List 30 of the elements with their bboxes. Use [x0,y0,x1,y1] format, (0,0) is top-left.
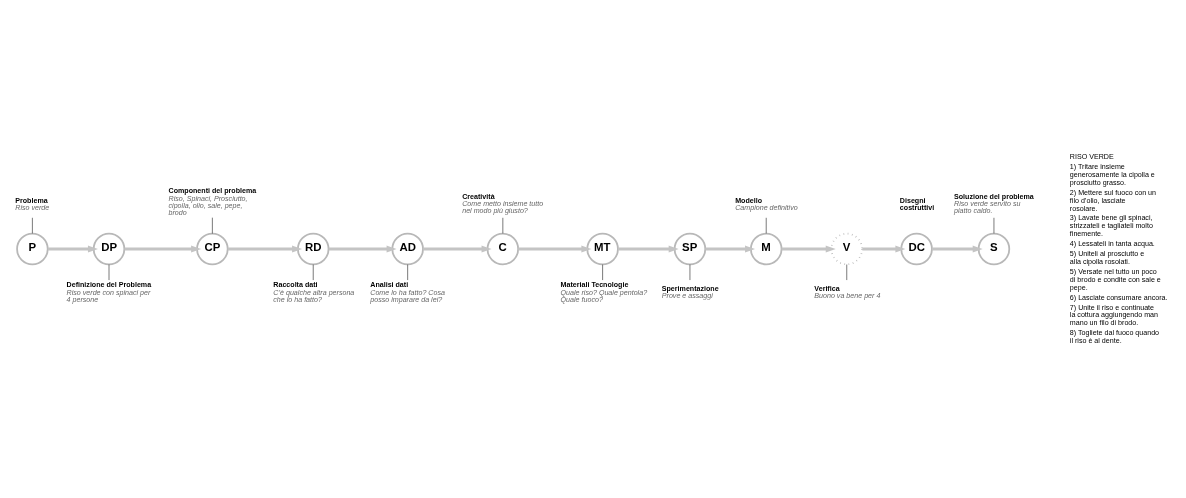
connector [212,217,213,234]
node-circle: MT [586,232,619,266]
connector [32,217,33,234]
connector [846,264,848,281]
node-circle: AD [391,232,424,266]
connector [602,264,603,281]
arrow [618,245,679,253]
arrow [423,245,492,253]
arrow [862,245,906,253]
arrow [227,245,303,253]
node-circle: P [16,232,49,266]
connector [312,264,314,281]
node-circle: V [830,232,863,266]
arrow [705,245,756,253]
arrow [47,245,98,253]
node-circle: C [486,232,520,266]
connector [407,264,409,281]
arrow [781,245,836,253]
arrow [328,245,397,253]
node-circle: CP [196,232,229,266]
node-circle: DP [92,232,126,266]
arrow [518,245,592,253]
node-circle: RD [297,232,330,266]
node-circle: DC [900,232,933,266]
arrow [931,245,983,253]
arrow [124,245,202,253]
node-circle: SP [673,232,707,266]
node-circle: S [977,232,1011,266]
node-circle: M [750,232,783,266]
connector [765,217,767,234]
